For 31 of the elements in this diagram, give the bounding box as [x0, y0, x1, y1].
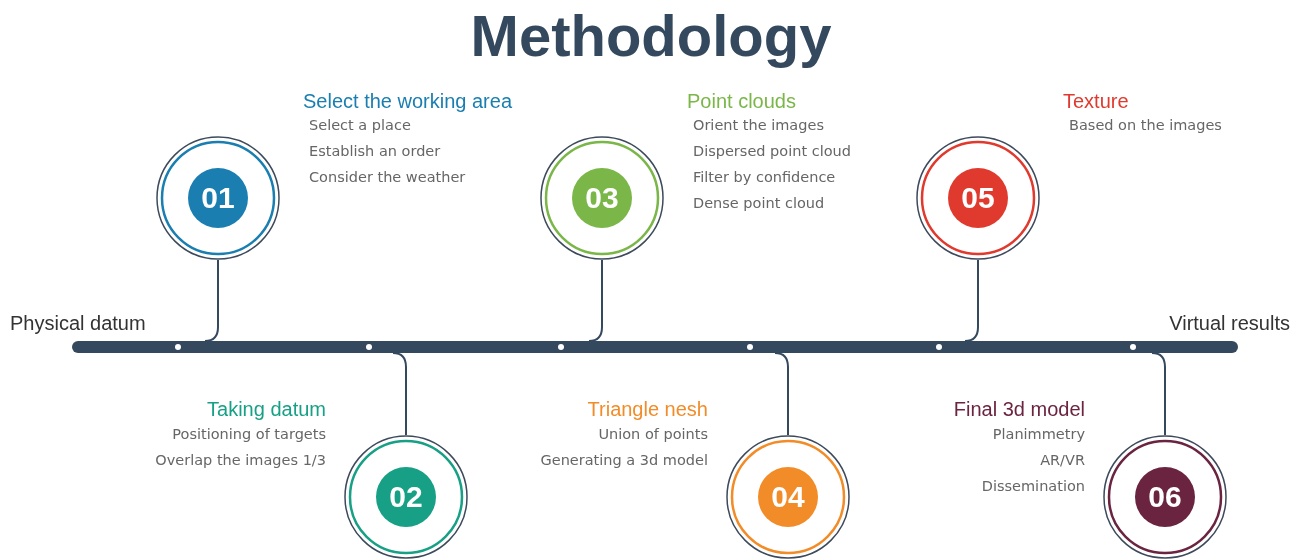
step-item: Based on the images [1069, 116, 1222, 135]
step-item: Dispersed point cloud [693, 142, 851, 161]
step-item: AR/VR [1040, 451, 1085, 470]
step-item: Overlap the images 1/3 [155, 451, 326, 470]
step-item: Dissemination [981, 477, 1085, 496]
step-heading: Triangle nesh [587, 397, 708, 421]
step-number: 05 [960, 180, 996, 216]
step-number: 02 [388, 479, 424, 515]
title: Methodology [469, 2, 833, 69]
step-number: 03 [584, 180, 620, 216]
step-item: Generating a 3d model [540, 451, 708, 470]
step-item: Orient the images [693, 116, 824, 135]
step-item: Consider the weather [309, 168, 466, 187]
timeline-end-label: Virtual results [1169, 312, 1290, 335]
step-number: 04 [770, 479, 806, 515]
step-item: Planimmetry [992, 425, 1085, 444]
step-number: 01 [200, 180, 236, 216]
step-item: Select a place [309, 116, 411, 135]
step-item: Dense point cloud [693, 194, 825, 213]
step-heading: Taking datum [207, 397, 326, 421]
step-heading: Final 3d model [953, 397, 1085, 421]
step-item: Union of points [598, 425, 708, 444]
timeline-bar [72, 341, 1238, 353]
step-number: 06 [1147, 479, 1183, 515]
step-item: Positioning of targets [172, 425, 326, 444]
step-heading: Texture [1063, 89, 1129, 113]
step-item: Filter by confidence [693, 168, 836, 187]
step-item: Establish an order [309, 142, 441, 161]
timeline-end-label: Physical datum [10, 312, 146, 335]
step-heading: Point clouds [687, 89, 796, 113]
step-heading: Select the working area [303, 89, 512, 113]
